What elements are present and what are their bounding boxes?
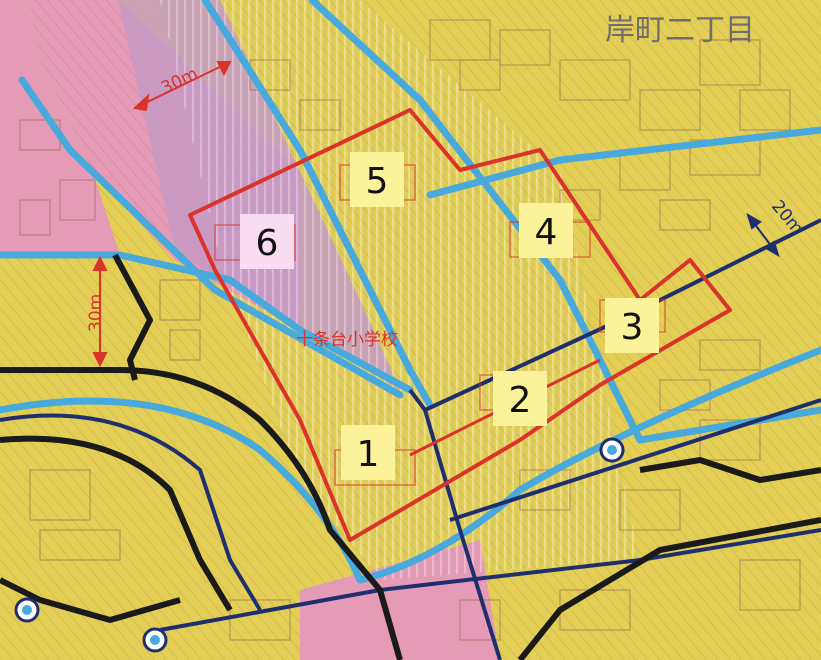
zone-label-5: 5	[350, 152, 404, 207]
zone-boundary-bottom-right	[636, 406, 821, 444]
building-outline	[699, 339, 761, 371]
building-outline	[39, 529, 121, 561]
zone-label-3: 3	[605, 298, 659, 353]
zone-label-1: 1	[341, 425, 395, 480]
zone-label-2: 2	[493, 371, 547, 426]
road-left-curve	[0, 367, 403, 660]
building-outline	[19, 199, 51, 236]
zone-boundary-middle	[0, 251, 414, 394]
building-outline	[59, 179, 96, 221]
building-outline	[299, 99, 341, 131]
zone-label-6: 6	[240, 214, 294, 269]
building-outline	[639, 89, 701, 131]
zone-label-4-text: 4	[535, 212, 558, 253]
dimension-arrow-20m-right	[746, 212, 780, 258]
road-boundaries	[0, 253, 821, 660]
dimension-label-30m-left: 30m	[86, 294, 106, 332]
building-outline	[459, 59, 501, 91]
building-outline	[739, 559, 801, 611]
road-inner-curve	[0, 435, 233, 612]
height-line-left-curve	[0, 413, 262, 612]
road-bottom-right	[517, 517, 821, 660]
height-line-vertical	[408, 388, 502, 660]
building-outline	[29, 469, 91, 521]
dimension-arrow-30m-left	[92, 255, 108, 368]
zone-label-3-text: 3	[621, 307, 644, 348]
town-label: 岸町二丁目	[605, 13, 755, 48]
plan-area-boundary	[188, 108, 732, 542]
height-line-lower	[449, 398, 821, 522]
height-district-lines	[0, 218, 821, 660]
road-bottom-left	[0, 577, 181, 623]
station-marker-bottom-left	[14, 597, 40, 623]
building-outline	[659, 199, 711, 231]
zone-boundary-right	[426, 126, 821, 199]
building-outline	[169, 329, 201, 361]
zone-boundary-diagonal-center	[201, 0, 434, 409]
building-outline	[739, 89, 791, 131]
building-outline	[559, 59, 631, 101]
building-outline	[619, 489, 681, 531]
school-label: 十条台小学校	[296, 330, 398, 350]
dimension-arrow-30m-top	[132, 61, 232, 112]
road-right-step	[639, 457, 821, 483]
zone-label-1-text: 1	[357, 434, 380, 475]
building-outline	[699, 39, 761, 86]
zone-boundary-diagonal-left	[18, 76, 404, 399]
height-line-bottom	[159, 528, 821, 632]
station-marker-bottom	[142, 627, 168, 653]
zone-label-5-text: 5	[366, 161, 389, 202]
zone-boundary-curve-lower	[0, 346, 821, 584]
zone-label-4: 4	[519, 203, 573, 258]
zone-label-2-text: 2	[509, 380, 532, 421]
building-outline	[229, 599, 291, 641]
zone-label-6-text: 6	[256, 223, 279, 264]
zone-boundaries	[0, 0, 821, 584]
building-outline	[159, 279, 201, 321]
building-outline	[499, 29, 551, 66]
road-left-vertical	[112, 253, 153, 381]
zone-boundary-top-right	[308, 0, 644, 444]
station-marker-right	[599, 437, 625, 463]
